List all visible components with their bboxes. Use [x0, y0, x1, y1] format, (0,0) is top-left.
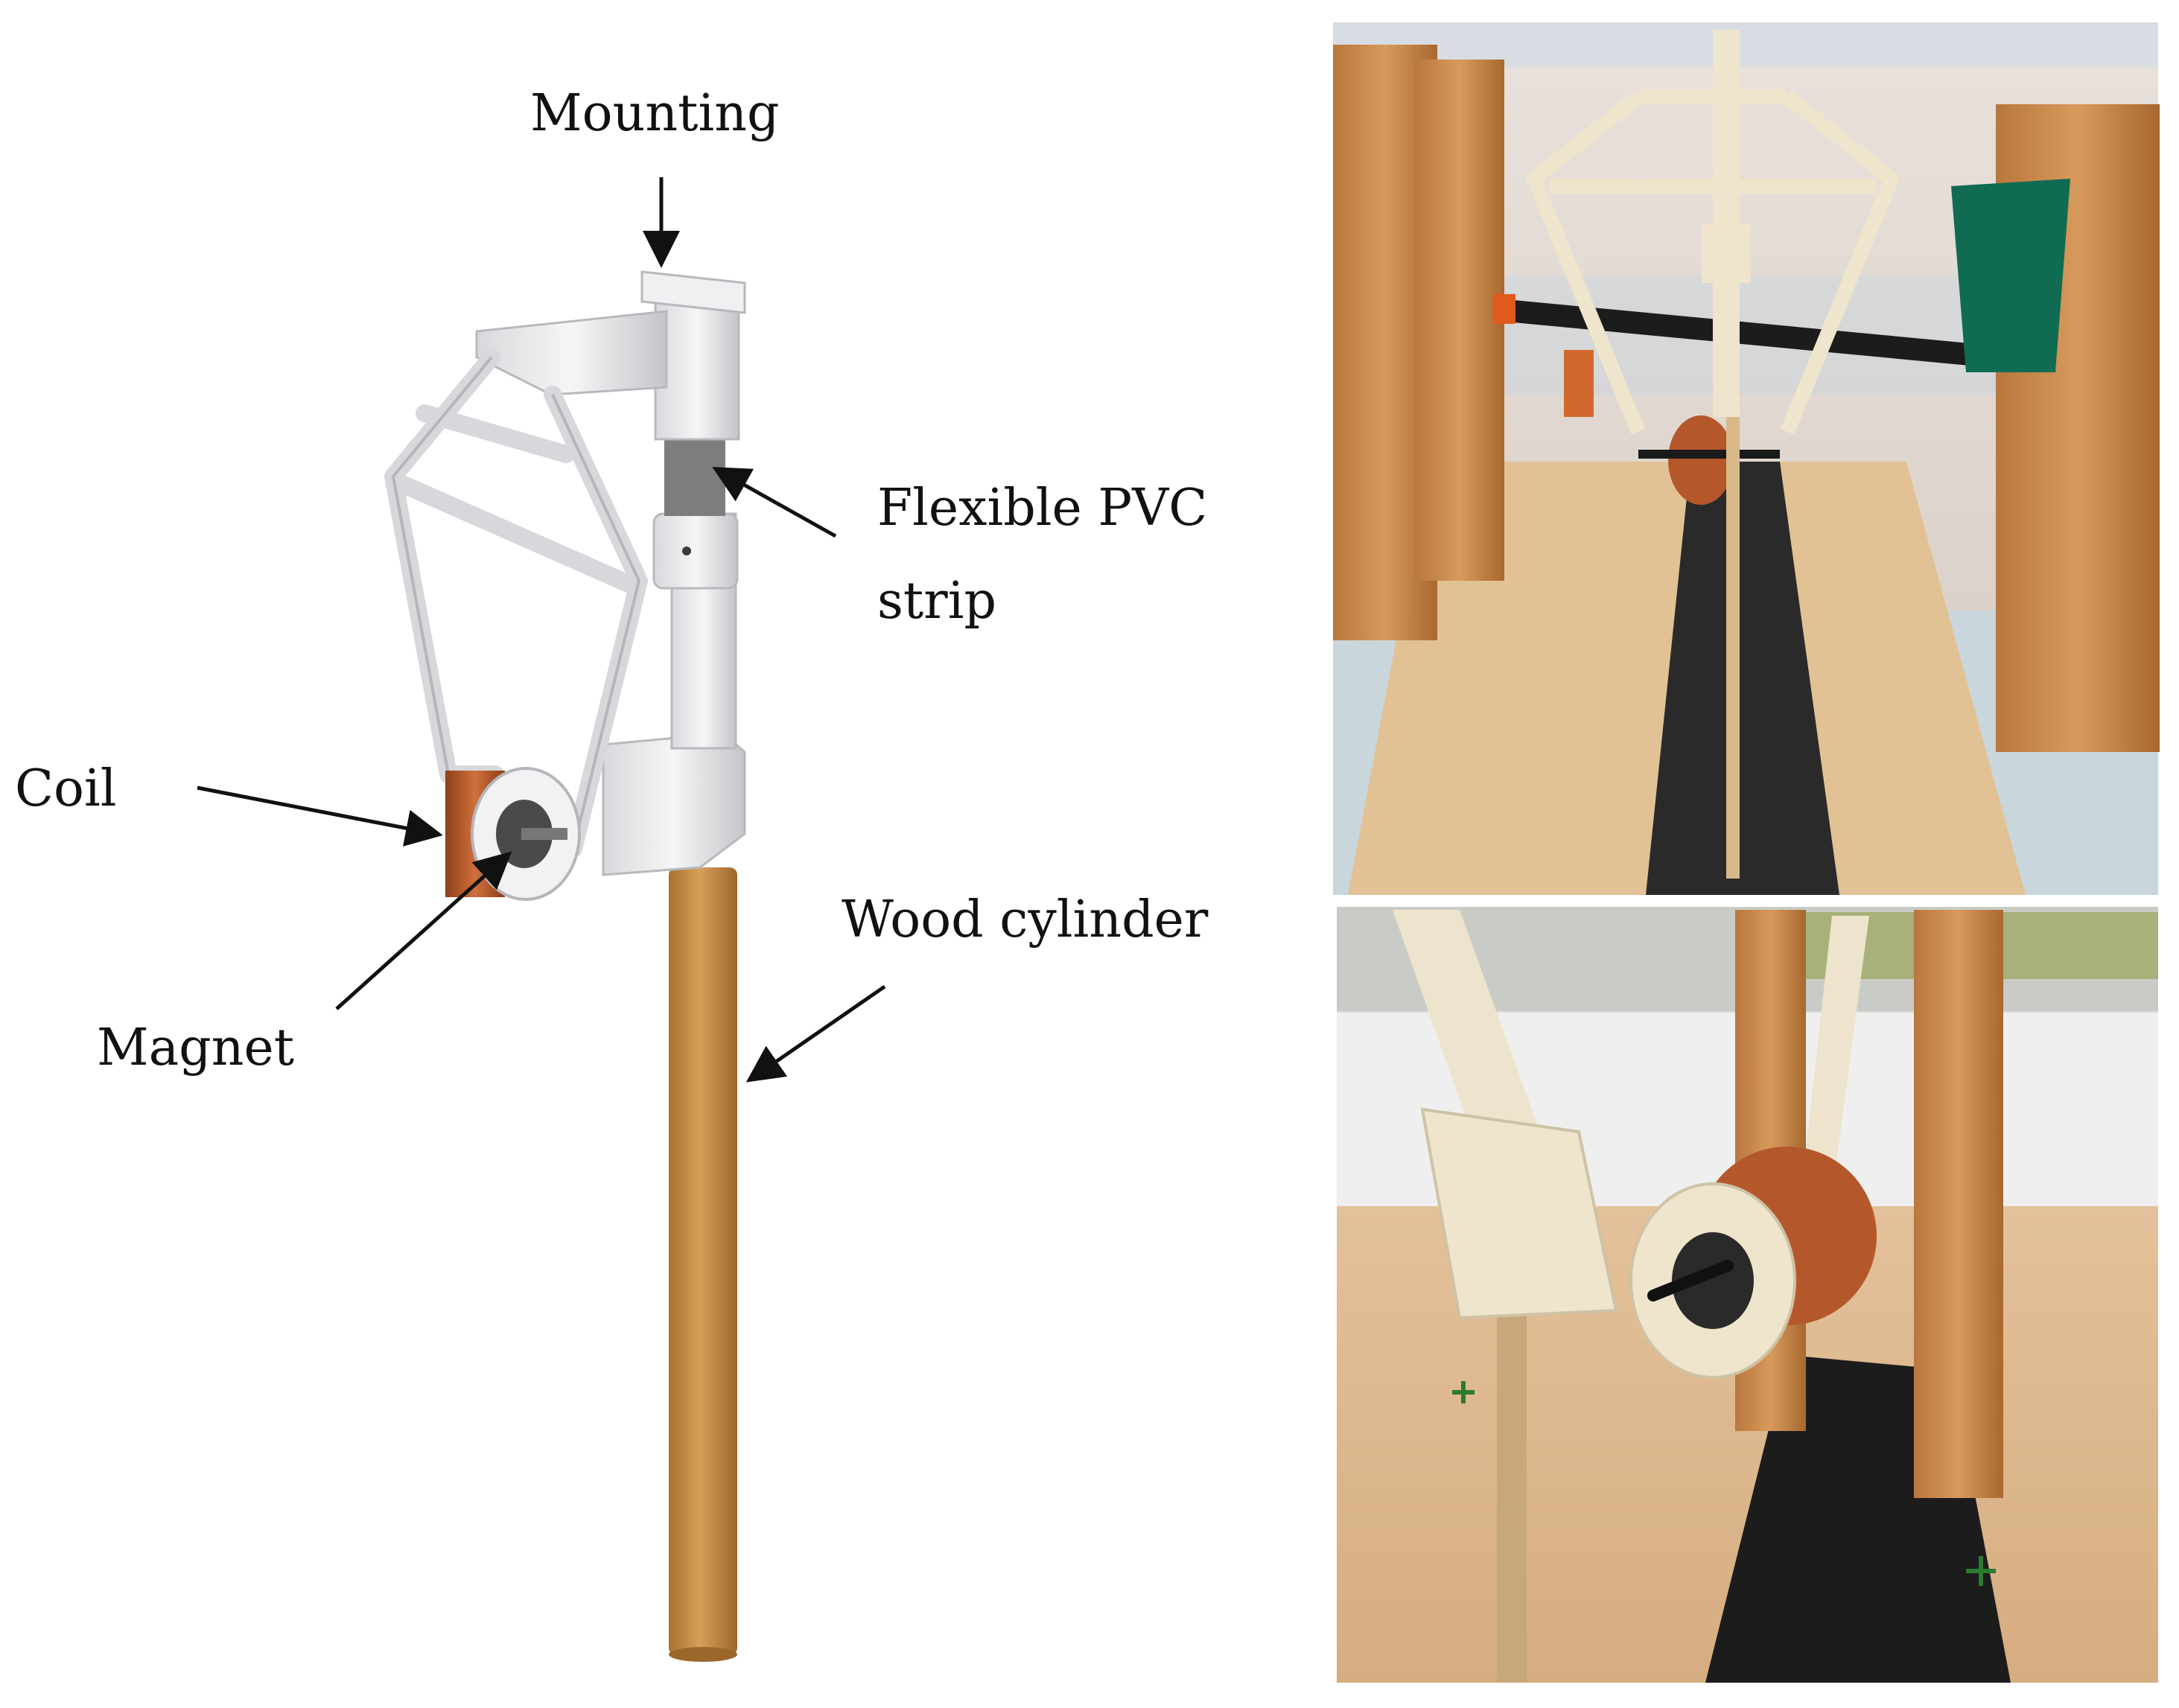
label-mounting: Mounting	[530, 84, 780, 143]
mounting-plate	[640, 270, 746, 314]
horizontal-arm	[475, 310, 668, 396]
upper-block	[654, 296, 740, 441]
label-pvc-line1: Flexible PVC	[877, 479, 1207, 538]
photo-setup	[1333, 22, 2160, 895]
magnet-rod	[521, 828, 567, 840]
lower-housing	[602, 732, 746, 876]
wood-cylinder	[669, 867, 737, 1655]
wood-cylinder-end	[669, 1647, 737, 1662]
screw-hole	[682, 547, 691, 555]
annotations: Mounting Flexible PVC strip Coil Magnet …	[15, 84, 1209, 1083]
cad-render	[384, 270, 746, 1662]
column-collar	[652, 512, 739, 590]
arrow-coil	[197, 786, 443, 847]
pvc-strip	[664, 436, 725, 516]
arrow-wood	[745, 984, 886, 1083]
label-wood: Wood cylinder	[842, 890, 1209, 949]
label-pvc-line2: strip	[877, 572, 996, 631]
photo-closeup	[1337, 907, 2158, 1683]
label-magnet: Magnet	[97, 1019, 294, 1077]
arrow-magnet	[335, 851, 512, 1010]
arrow-pvc	[712, 467, 837, 538]
label-coil: Coil	[15, 759, 116, 818]
